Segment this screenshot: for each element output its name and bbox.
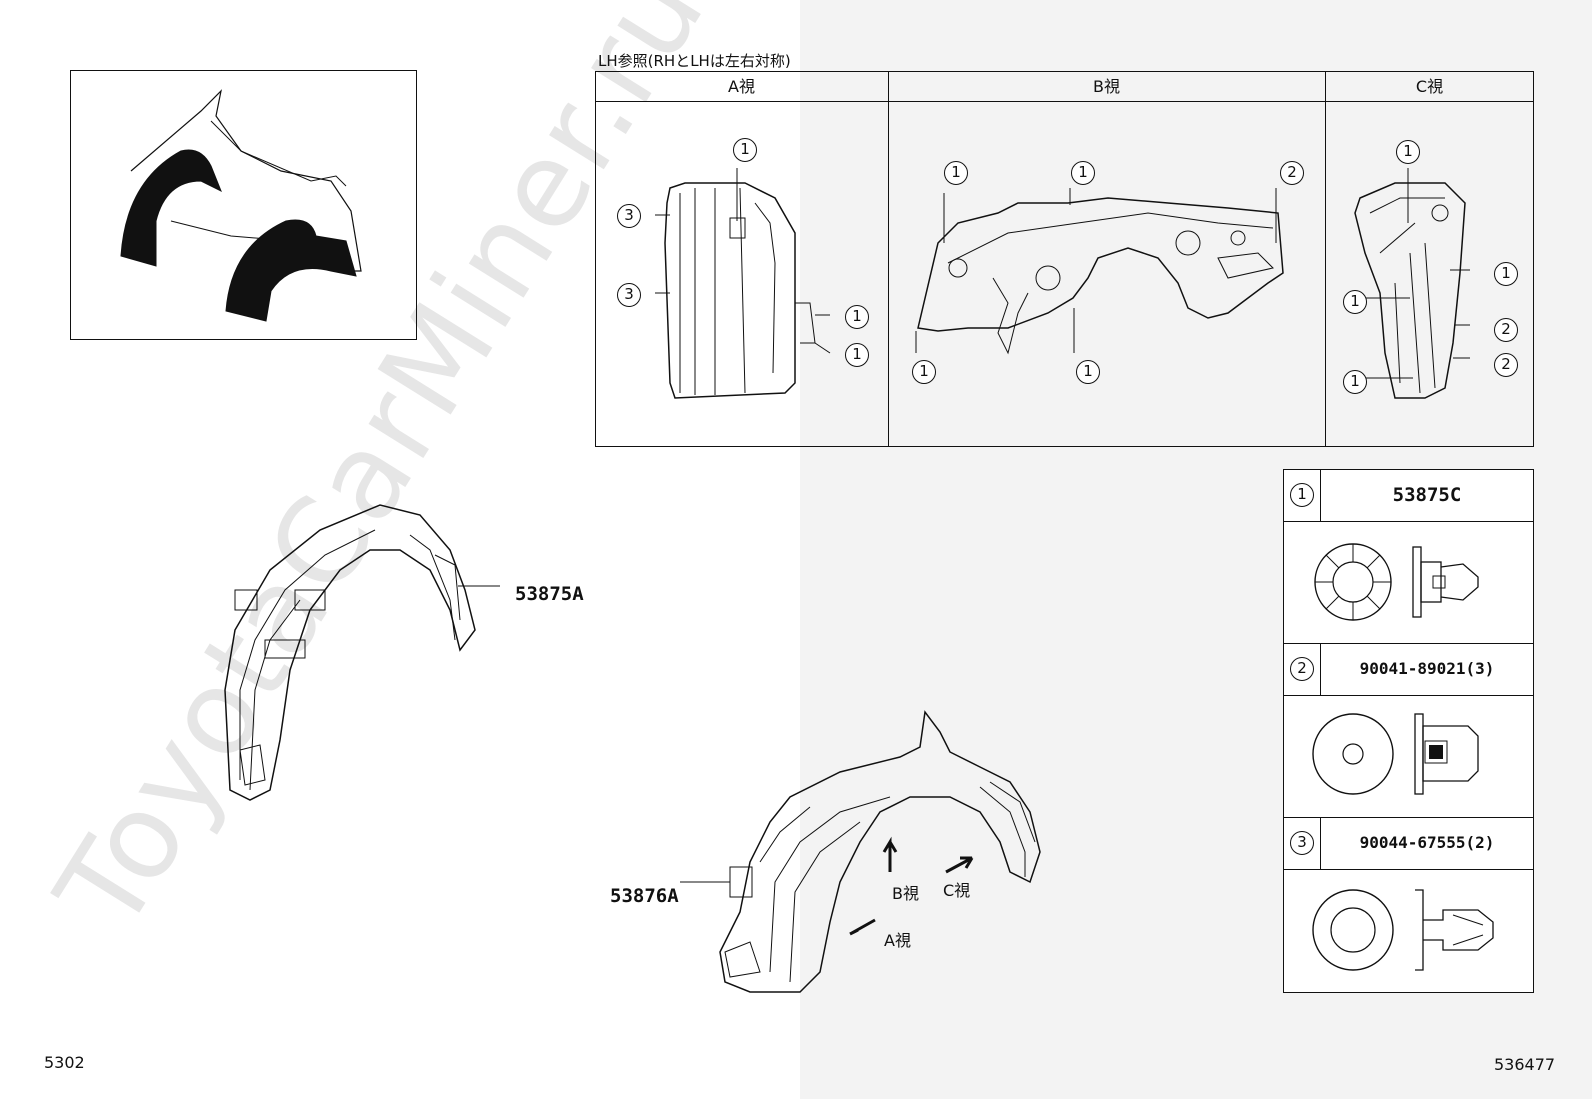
view-a-drawing (655, 168, 831, 399)
footer-right-code: 536477 (1494, 1055, 1556, 1074)
view-c-callout-1-left: 1 (1343, 290, 1367, 314)
view-c-header: C視 (1415, 77, 1444, 96)
view-b-header: B視 (1093, 77, 1120, 96)
view-c-callout-1-bottom: 1 (1343, 370, 1367, 394)
part-label-53876a: 53876A (610, 885, 679, 907)
arrow-label-b: B視 (892, 884, 919, 903)
view-b-drawing (915, 188, 1284, 355)
legend-row-2-bottom-line (1283, 817, 1534, 818)
clip-53875c-drawing (1314, 543, 1479, 621)
arrow-label-a: A視 (884, 931, 911, 950)
legend-row-3-num-divider (1320, 817, 1321, 869)
view-c-callout-1-top: 1 (1396, 140, 1420, 164)
legend-row-2-num-divider (1320, 643, 1321, 695)
legend-num-2: 2 (1290, 657, 1314, 681)
view-a-callout-1-right-upper: 1 (845, 305, 869, 329)
arrow-label-c: C視 (943, 881, 971, 900)
view-a-header: A視 (728, 77, 755, 96)
legend-row-2-header-line (1283, 695, 1534, 696)
legend-part-3: 90044-67555(2) (1359, 833, 1495, 852)
view-c-callout-2-lower: 2 (1494, 353, 1518, 377)
legend-num-3: 3 (1290, 831, 1314, 855)
view-divider-1 (888, 71, 889, 447)
view-divider-2 (1325, 71, 1326, 447)
vehicle-location-drawing (120, 89, 362, 322)
legend-row-1-num-divider (1320, 469, 1321, 521)
legend-row-1-bottom-line (1283, 643, 1534, 644)
view-b-callout-1-left: 1 (944, 161, 968, 185)
view-c-callout-2-upper: 2 (1494, 318, 1518, 342)
view-c-callout-1-right: 1 (1494, 262, 1518, 286)
view-b-callout-1-bottom: 1 (1076, 360, 1100, 384)
header-note: LH参照(RHとLHは左右対称) (598, 52, 791, 70)
legend-row-1-header-line (1283, 521, 1534, 522)
view-a-callout-3-upper: 3 (617, 204, 641, 228)
view-a-callout-1-right-lower: 1 (845, 343, 869, 367)
part-label-53875a: 53875A (515, 583, 584, 605)
view-a-callout-3-lower: 3 (617, 283, 641, 307)
view-c-drawing (1354, 168, 1470, 399)
view-b-callout-2-right: 2 (1280, 161, 1304, 185)
footer-left-code: 5302 (44, 1053, 85, 1072)
location-diagram-frame (70, 70, 417, 340)
view-b-callout-1-top: 1 (1071, 161, 1095, 185)
fender-liner-53875a-drawing (224, 504, 500, 801)
fender-liner-53876a-drawing (680, 710, 1041, 993)
legend-part-2: 90041-89021(3) (1359, 659, 1495, 678)
view-a-callout-1-top: 1 (733, 138, 757, 162)
view-table (595, 71, 1534, 447)
legend-part-1: 53875C (1392, 484, 1462, 506)
legend-num-1: 1 (1290, 483, 1314, 507)
view-b-callout-1-bottom-left: 1 (912, 360, 936, 384)
clip-90041-drawing (1312, 713, 1479, 795)
view-table-header-line (595, 101, 1534, 102)
legend-row-3-header-line (1283, 869, 1534, 870)
clip-90044-drawing (1312, 889, 1494, 971)
